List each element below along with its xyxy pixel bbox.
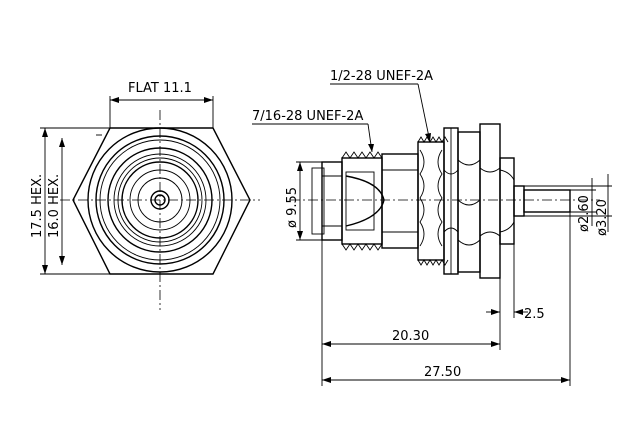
plug-body <box>321 161 343 241</box>
dia-pin-label: ø2.60 <box>577 195 592 232</box>
thread-inner <box>341 157 383 245</box>
annotations: 1/2-28 UNEF-2A 7/16-28 UNEF-2A ø 9.55 ø2… <box>252 69 612 386</box>
side-view <box>290 123 600 279</box>
dia-body-label: ø 9.55 <box>285 187 300 228</box>
dim-mid-label: 20.30 <box>392 329 429 344</box>
flange <box>479 123 501 279</box>
dim-total-label: 27.50 <box>424 365 461 380</box>
dia-shoulder-label: ø3.20 <box>595 199 610 236</box>
hex-outer-label: 17.5 HEX. <box>30 174 45 238</box>
hex-nut <box>457 131 481 273</box>
solder-pin <box>523 189 571 213</box>
hex-inner-label: 16.0 HEX. <box>47 174 62 238</box>
flat-label: FLAT 11.1 <box>128 81 192 96</box>
thread-outer-label: 1/2-28 UNEF-2A <box>330 69 433 84</box>
thread-inner-label: 7/16-28 UNEF-2A <box>252 109 363 124</box>
dim-small-label: 2.5 <box>524 307 545 322</box>
front-view: FLAT 11.1 17.5 HEX. 16.0 HEX. <box>30 81 260 310</box>
